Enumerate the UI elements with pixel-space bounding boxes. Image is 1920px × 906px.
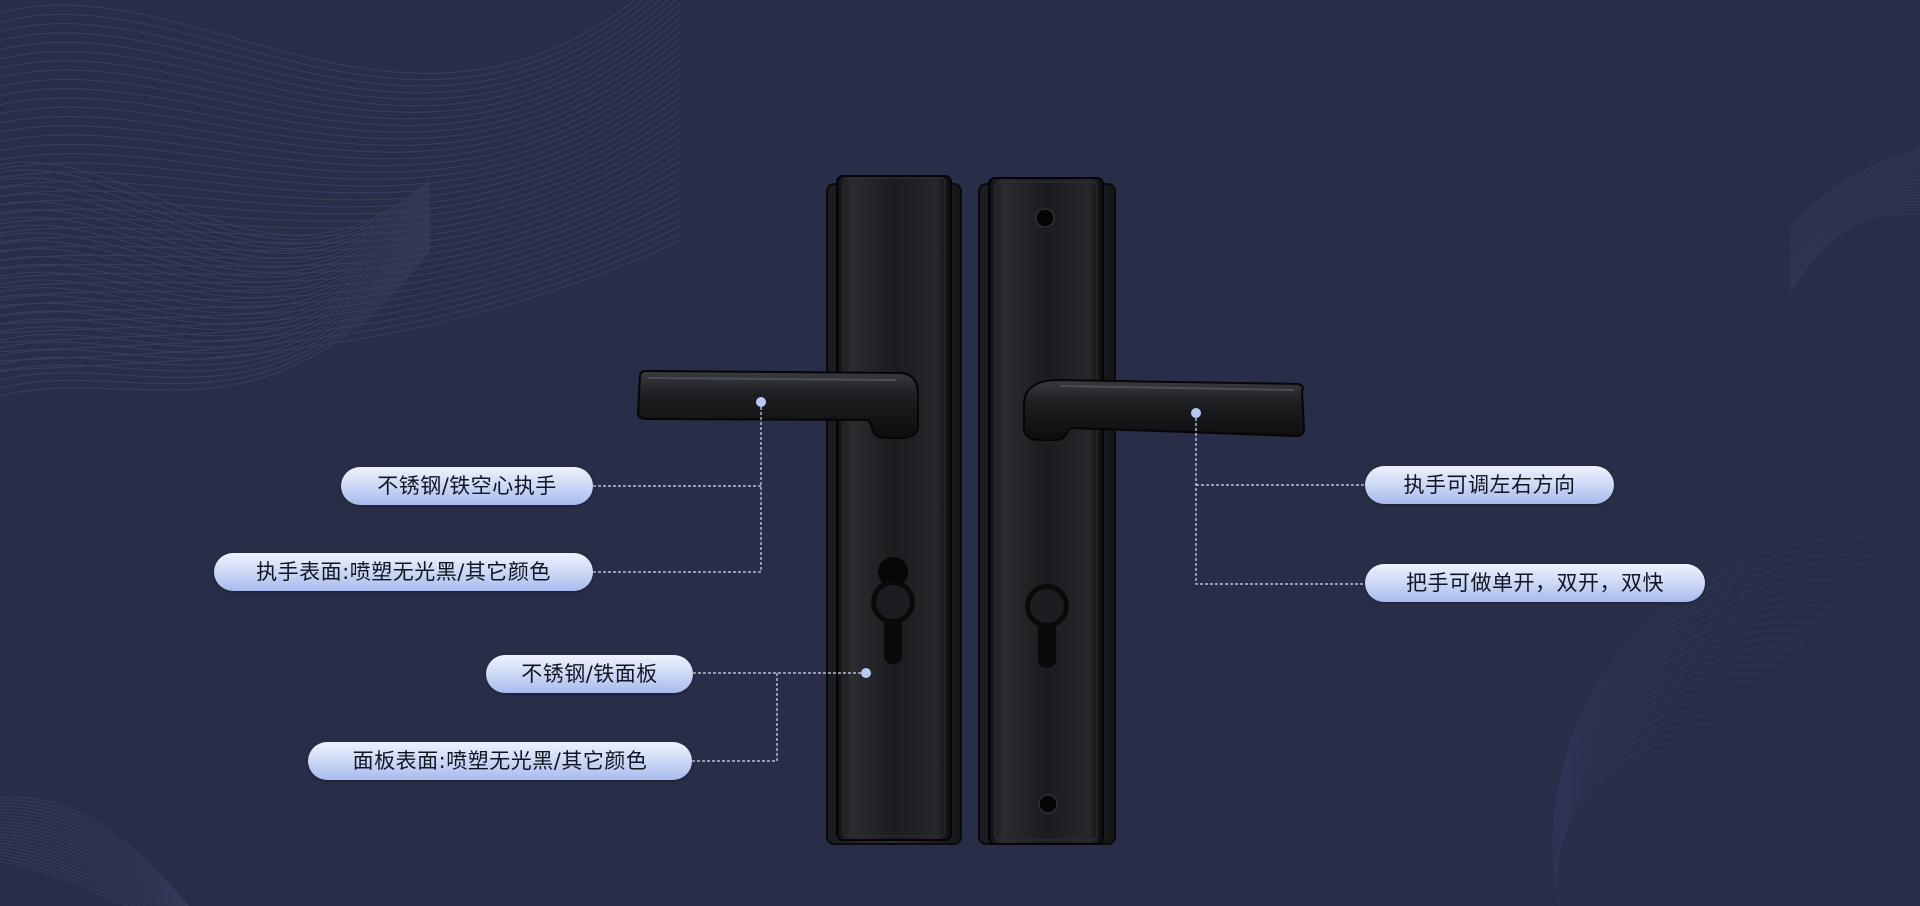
right-lever-handle bbox=[1023, 378, 1306, 441]
callout-handle-surface: 执手表面:喷塑无光黑/其它颜色 bbox=[214, 553, 593, 591]
left-lever-handle bbox=[636, 369, 919, 439]
callout-plate-surface: 面板表面:喷塑无光黑/其它颜色 bbox=[308, 742, 692, 780]
handle-marker-dot-right bbox=[1191, 408, 1201, 418]
handle-marker-dot-left bbox=[756, 397, 766, 407]
right-plate bbox=[978, 177, 1116, 845]
callout-handle-material: 不锈钢/铁空心执手 bbox=[341, 467, 593, 505]
callout-plate-material: 不锈钢/铁面板 bbox=[486, 655, 693, 693]
callout-opening-modes: 把手可做单开，双开，双快 bbox=[1365, 564, 1705, 602]
callout-handle-direction: 执手可调左右方向 bbox=[1365, 466, 1614, 504]
plate-marker-dot bbox=[861, 668, 871, 678]
